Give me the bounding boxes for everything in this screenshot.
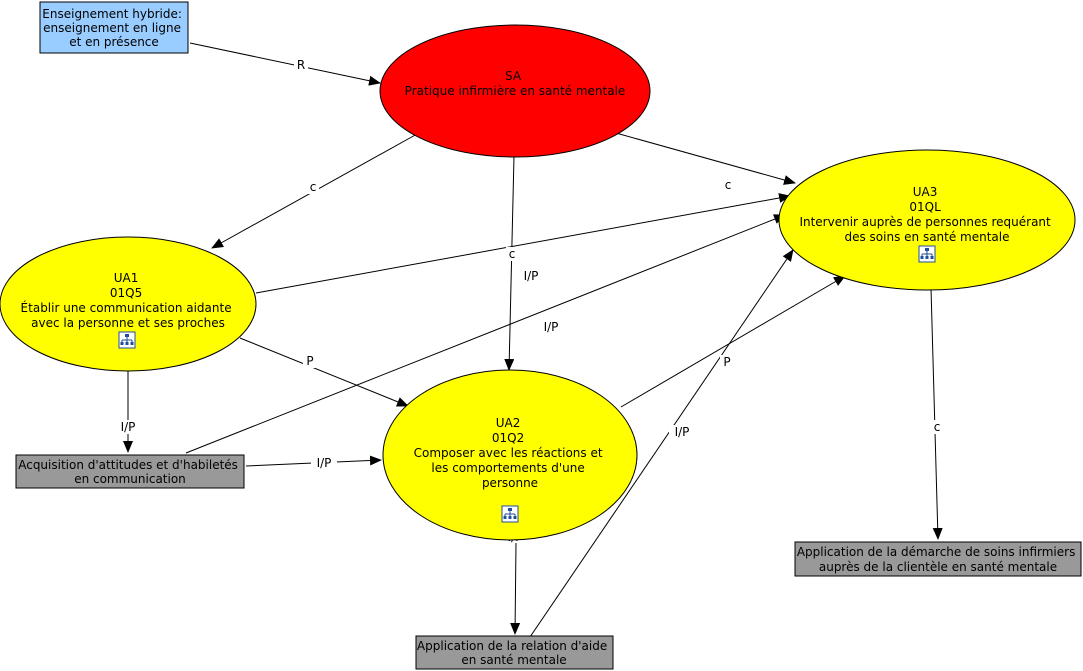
edge-ua2-ua3 [620, 275, 846, 408]
node-acquisition[interactable]: Acquisition d'attitudes et d'habiletés e… [15, 454, 245, 489]
edge-rel-ua3 [529, 249, 794, 638]
node-demarche-text: Application de la démarche de soins infi… [797, 545, 1079, 574]
node-sa[interactable]: SA Pratique infirmière en santé mentale [379, 24, 651, 158]
label-ua1-ua3: I/P [524, 269, 539, 283]
hierarchy-icon[interactable] [118, 331, 136, 349]
node-ua3[interactable]: UA3 01QL Intervenir auprès de personnes … [778, 149, 1076, 291]
node-ua3-text: UA3 01QL Intervenir auprès de personnes … [799, 185, 1054, 244]
node-acquisition-box [15, 454, 245, 489]
node-ua1[interactable]: UA1 01Q5 Établir une communication aidan… [0, 236, 257, 372]
edge-ua3-dem [930, 287, 943, 540]
label-acq-ua3: I/P [544, 320, 559, 334]
edge-ua2-rel [510, 542, 521, 635]
node-relation-text: Application de la relation d'aide en san… [417, 639, 611, 667]
label-ua1-ua2: P [306, 354, 313, 368]
label-ua2-ua3: P [723, 355, 730, 369]
label-ua3-dem: c [934, 420, 941, 434]
node-ua1-shape [0, 236, 257, 372]
edge-sa-ua3 [615, 132, 796, 185]
label-rel-ua3: I/P [675, 425, 690, 439]
label-acq-ua2: I/P [317, 456, 332, 470]
label-ua1-acq: I/P [121, 420, 136, 434]
node-sa-text: SA Pratique infirmière en santé mentale [405, 69, 626, 98]
node-ua2-text: UA2 01Q2 Composer avec les réactions et … [414, 416, 607, 490]
node-demarche[interactable]: Application de la démarche de soins infi… [794, 541, 1082, 577]
node-hybride[interactable]: Enseignement hybride: enseignement en li… [39, 1, 189, 54]
label-sa-ua1: c [310, 180, 317, 194]
node-acquisition-text: Acquisition d'attitudes et d'habiletés e… [18, 458, 242, 486]
edge-ua1-ua3 [255, 193, 791, 294]
node-ua1-text: UA1 01Q5 Établir une communication aidan… [21, 271, 236, 330]
edge-sa-ua2 [504, 155, 515, 371]
label-hybride-sa: R [297, 58, 305, 72]
node-ua2-shape [382, 369, 638, 541]
edge-acq-ua3 [185, 214, 786, 454]
label-sa-ua3: c [725, 178, 732, 192]
hierarchy-icon[interactable] [918, 245, 936, 263]
edge-hybride-sa [189, 42, 381, 86]
hierarchy-icon[interactable] [501, 505, 519, 523]
label-sa-ua2: c [509, 247, 516, 261]
edge-ua1-ua2 [239, 337, 409, 407]
node-sa-shape [379, 24, 651, 158]
node-ua3-shape [778, 149, 1076, 291]
node-ua2[interactable]: UA2 01Q2 Composer avec les réactions et … [382, 369, 638, 541]
node-demarche-box [794, 541, 1082, 577]
edge-labels: R c c c I/P P I/P I/P I/P P I/P I/P c [115, 58, 943, 544]
edges [123, 42, 943, 638]
node-relation-box [415, 635, 614, 670]
node-hybride-text: Enseignement hybride: enseignement en li… [42, 7, 185, 49]
node-relation[interactable]: Application de la relation d'aide en san… [415, 635, 614, 670]
node-hybride-box [39, 1, 189, 54]
